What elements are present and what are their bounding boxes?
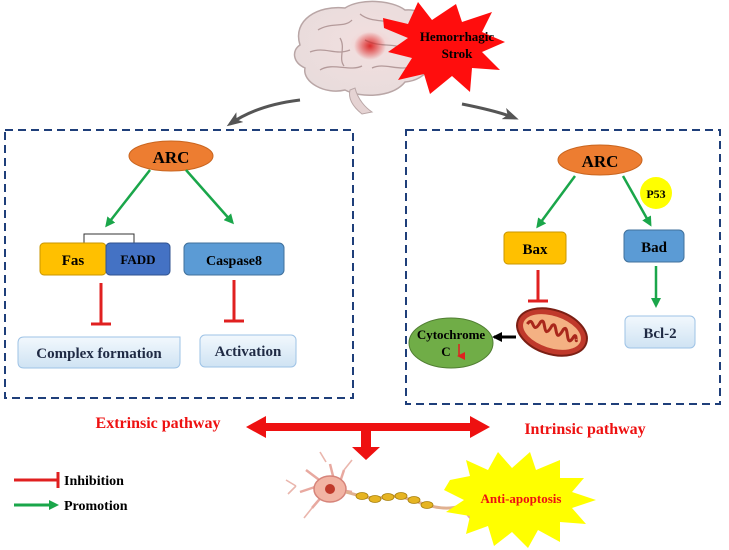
p53-badge: P53 [640,177,672,209]
inhibit-fas-complex [91,283,111,326]
legend-promotion: Promotion [14,499,128,514]
activation-node: Activation [199,334,297,368]
inhibit-caspase8-activation [224,280,244,323]
cytochrome-label-line1: Cytochrome [417,327,486,342]
bax-node: Bax [503,231,567,265]
fas-fadd-bracket [83,233,135,244]
p53-label: P53 [646,187,665,201]
legend-promotion-label: Promotion [64,499,128,514]
caspase8-node: Caspase8 [183,242,285,276]
anti-apoptosis-label: Anti-apoptosis [481,491,562,506]
bcl2-label: Bcl-2 [643,326,676,342]
promote-arrow-arc-bad [621,175,652,227]
complex-formation-label: Complex formation [36,346,162,362]
bcl2-node: Bcl-2 [624,315,696,349]
anti-apoptosis-burst: Anti-apoptosis [444,452,596,548]
cytochrome-c-node: Cytochrome C [408,317,494,369]
bad-node: Bad [623,229,685,263]
promote-arrow-arc-caspase8 [185,169,234,225]
bax-label: Bax [522,242,548,258]
intrinsic-panel [405,129,721,405]
intrinsic-arc-node: ARC [557,144,643,176]
legend-inhibition: Inhibition [14,472,124,489]
extrinsic-arc-node: ARC [128,140,214,172]
promote-arrow-arc-fas [105,169,151,228]
arrow-to-intrinsic [461,102,519,120]
pathway-double-arrow [246,416,490,460]
intrinsic-arc-label: ARC [582,152,619,171]
arrow-to-extrinsic [226,98,301,127]
fadd-label: FADD [120,252,155,267]
extrinsic-arc-label: ARC [153,148,190,167]
intrinsic-pathway-label: Intrinsic pathway [524,421,645,438]
cytochrome-label-line2: C [441,344,450,359]
complex-formation-node: Complex formation [17,336,181,369]
inhibit-bax-mitochondrion [528,270,548,303]
bad-label: Bad [641,240,668,256]
extrinsic-panel [4,129,354,399]
fadd-node: FADD [105,242,171,276]
promote-arrow-arc-bax [536,175,577,229]
mitochondrion-icon [516,307,588,357]
legend-inhibition-label: Inhibition [64,474,124,489]
fas-label: Fas [62,253,85,269]
fas-node: Fas [39,242,107,276]
caspase8-label: Caspase8 [206,254,262,269]
activation-label: Activation [215,344,282,360]
extrinsic-pathway-label: Extrinsic pathway [96,415,221,432]
